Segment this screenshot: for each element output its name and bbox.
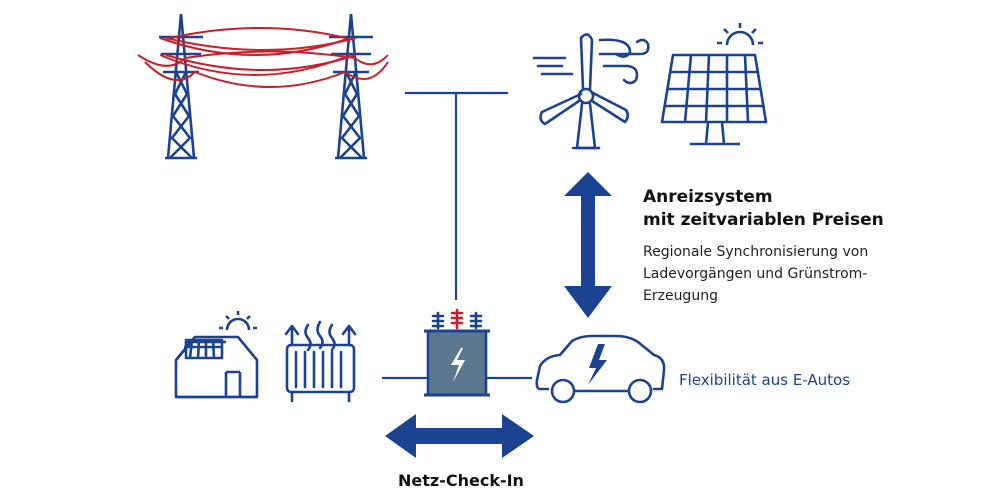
electric-car-icon <box>535 334 666 404</box>
grid-check-in-arrow <box>385 414 534 458</box>
incentive-desc-line2: Ladevorgängen und Grünstrom- <box>643 266 868 282</box>
ev-flexibility-label: Flexibilität aus E-Autos <box>679 371 851 389</box>
transformer-icon <box>424 308 490 397</box>
power-pylon-icon <box>137 13 389 160</box>
incentive-title-line1: Anreizsystem <box>643 187 773 207</box>
grid-check-in-label: Netz-Check-In <box>398 471 524 490</box>
heat-pump-icon <box>284 320 357 403</box>
incentive-title-line2: mit zeitvariablen Preisen <box>643 210 884 230</box>
incentive-arrow-vertical <box>564 172 612 318</box>
house-with-solar-icon <box>174 311 259 399</box>
connection-lines <box>382 91 532 380</box>
incentive-desc-line1: Regionale Synchronisierung von <box>643 244 869 260</box>
solar-panel-icon <box>660 23 768 146</box>
incentive-desc-line3: Erzeugung <box>643 288 718 304</box>
wind-turbine-icon <box>532 33 650 150</box>
